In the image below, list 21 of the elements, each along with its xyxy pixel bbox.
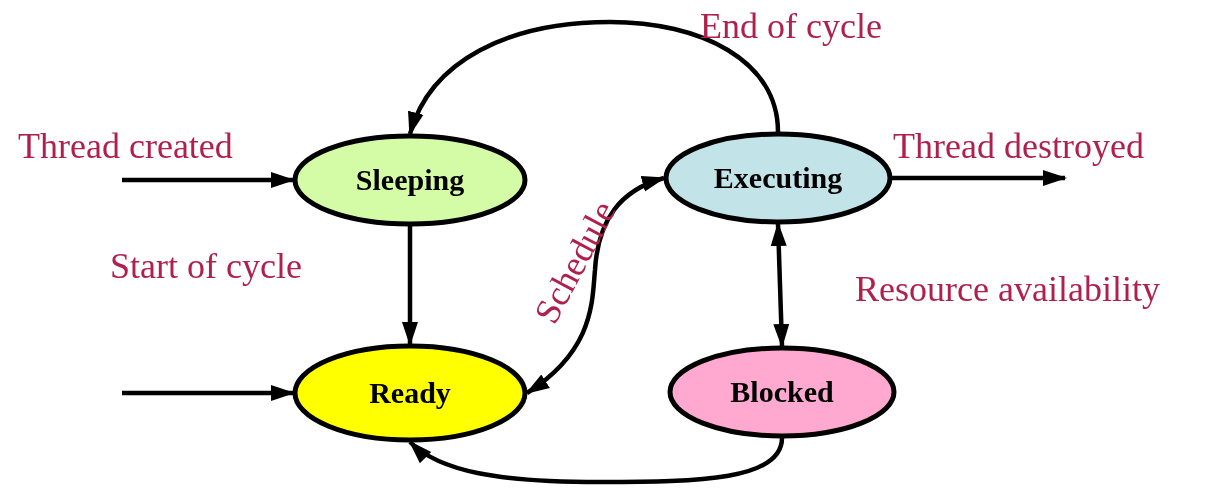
edge-label: Resource availability [855,271,1160,307]
state-label: Blocked [729,375,835,409]
arrow [402,226,418,346]
edge-label: Thread created [18,128,233,164]
arrow [407,19,781,136]
edge-label: End of cycle [700,8,882,44]
state-label: Executing [712,161,844,195]
arrow [525,175,666,395]
edge-label: Thread destroyed [893,128,1144,164]
arrow [770,222,790,348]
state-ellipse [292,133,528,227]
arrow [122,172,295,188]
arrow [408,437,785,485]
state-ellipse [292,343,528,443]
state-label: Ready [368,376,452,410]
edge-label: Start of cycle [110,248,302,284]
arrow [122,385,295,401]
state-label: Sleeping [354,163,466,197]
state-ellipse [667,345,897,439]
state-ellipse [663,131,893,225]
arrow [892,170,1067,186]
